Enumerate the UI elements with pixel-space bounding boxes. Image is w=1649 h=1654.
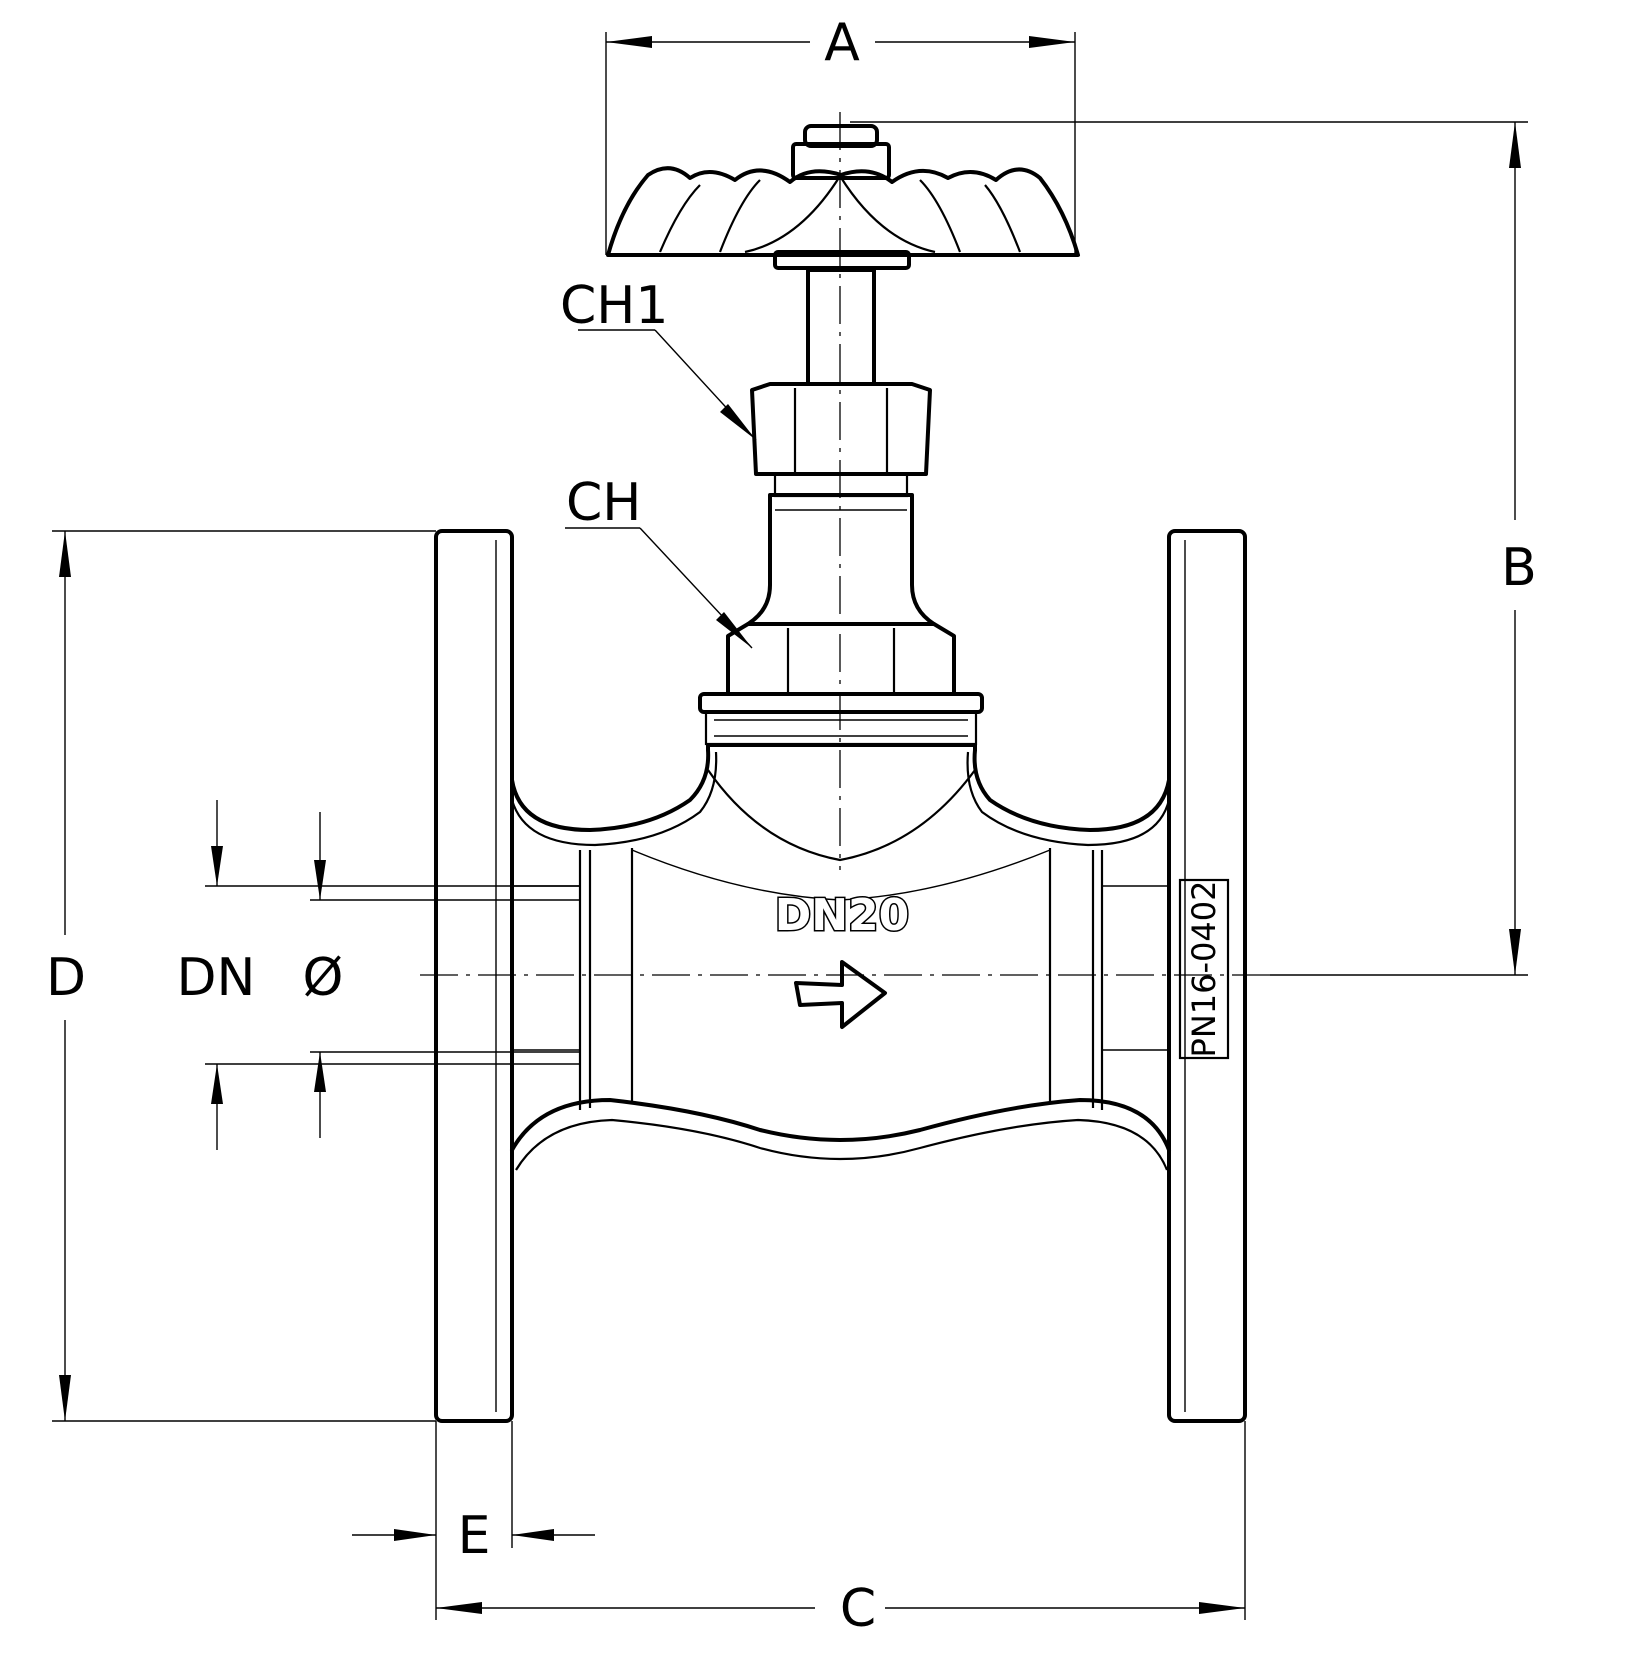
flow-arrow bbox=[794, 960, 887, 1029]
bonnet bbox=[698, 268, 984, 746]
label-d: D bbox=[46, 948, 86, 1008]
leader-ch1 bbox=[578, 329, 757, 441]
label-b: B bbox=[1501, 538, 1537, 598]
label-diameter: Ø bbox=[303, 948, 344, 1008]
valve-body bbox=[510, 743, 1171, 1171]
label-ch1: CH1 bbox=[560, 276, 669, 336]
dimension-diameter bbox=[310, 812, 580, 1138]
dimension-b bbox=[850, 121, 1528, 976]
flange-marking-box bbox=[1178, 878, 1230, 1060]
label-e: E bbox=[458, 1506, 491, 1566]
dimension-e bbox=[352, 1421, 595, 1620]
right-flange bbox=[1167, 529, 1247, 1423]
flange-marking: PN16-0402 bbox=[1185, 881, 1223, 1058]
leader-ch bbox=[565, 527, 753, 649]
label-ch: CH bbox=[566, 473, 641, 533]
dimension-d bbox=[52, 530, 436, 1422]
left-flange bbox=[434, 529, 514, 1423]
handwheel bbox=[606, 124, 1080, 270]
label-dn: DN bbox=[177, 948, 256, 1008]
label-a: A bbox=[824, 13, 860, 73]
body-marking: DN20 bbox=[775, 890, 910, 941]
dimension-c bbox=[436, 1421, 1246, 1620]
dimension-a bbox=[605, 32, 1076, 255]
dimension-dn bbox=[205, 800, 580, 1150]
label-c: C bbox=[840, 1579, 876, 1639]
